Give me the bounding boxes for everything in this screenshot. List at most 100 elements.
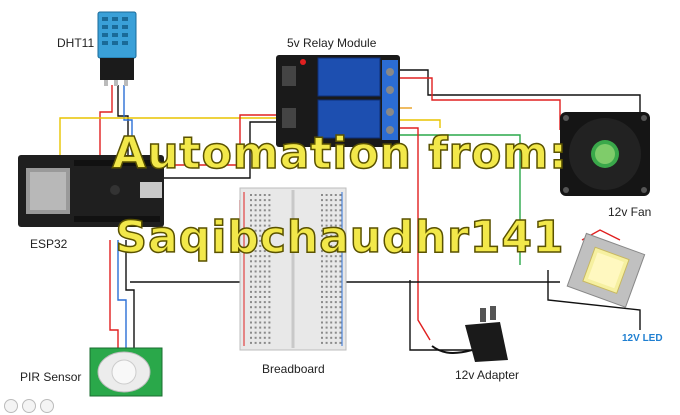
breadboard-hole — [339, 265, 342, 268]
share-icon[interactable] — [22, 399, 36, 413]
breadboard-hole — [321, 229, 323, 232]
breadboard-hole — [268, 321, 271, 324]
breadboard-hole — [254, 336, 257, 339]
breadboard-hole — [259, 321, 262, 324]
breadboard-hole — [254, 311, 257, 314]
wire-relay-fan-red — [398, 77, 561, 130]
breadboard-hole — [263, 209, 266, 212]
breadboard-hole — [339, 321, 342, 324]
breadboard-hole — [263, 234, 266, 237]
breadboard-hole — [325, 229, 328, 232]
breadboard-hole — [259, 250, 262, 253]
breadboard-hole — [325, 326, 328, 329]
breadboard-hole — [259, 255, 262, 258]
breadboard-hole — [263, 260, 266, 263]
breadboard-hole — [259, 311, 262, 314]
breadboard-hole — [268, 336, 271, 339]
breadboard-hole — [321, 311, 323, 314]
breadboard-hole — [250, 224, 252, 227]
breadboard-hole — [254, 290, 257, 293]
breadboard-hole — [254, 285, 257, 288]
breadboard-hole — [268, 316, 271, 319]
breadboard-hole — [263, 290, 266, 293]
breadboard-hole — [321, 270, 323, 273]
wire-relay-adapter-red — [398, 127, 431, 341]
breadboard-hole — [263, 296, 266, 298]
zoom-icon[interactable] — [4, 399, 18, 413]
breadboard-hole — [254, 265, 257, 268]
breadboard-hole — [254, 270, 257, 273]
breadboard-hole — [325, 219, 328, 222]
breadboard-hole — [259, 224, 262, 227]
breadboard-hole — [334, 229, 337, 232]
watermark-line1: Automation from: — [111, 127, 568, 180]
breadboard-hole — [268, 255, 271, 258]
breadboard-hole — [250, 280, 252, 283]
breadboard-hole — [259, 331, 262, 334]
breadboard-hole — [263, 204, 266, 207]
breadboard-hole — [330, 239, 333, 242]
breadboard-hole — [250, 219, 252, 222]
breadboard-hole — [250, 209, 252, 212]
breadboard-hole — [263, 341, 266, 344]
breadboard-hole — [263, 336, 266, 339]
breadboard-hole — [254, 275, 257, 278]
breadboard-hole — [330, 341, 333, 344]
breadboard-hole — [330, 296, 333, 298]
breadboard-hole — [334, 326, 337, 329]
breadboard-hole — [321, 296, 323, 298]
breadboard-hole — [325, 280, 328, 283]
breadboard-hole — [250, 336, 252, 339]
breadboard-hole — [325, 331, 328, 334]
breadboard-hole — [259, 326, 262, 329]
breadboard-hole — [321, 336, 323, 339]
breadboard-hole — [259, 239, 262, 242]
breadboard — [239, 187, 347, 351]
breadboard-hole — [268, 301, 271, 304]
wire-relay-green — [398, 134, 521, 265]
breadboard-hole — [330, 321, 333, 324]
breadboard-hole — [250, 229, 252, 232]
breadboard-hole — [339, 270, 342, 273]
breadboard-hole — [334, 275, 337, 278]
breadboard-hole — [334, 285, 337, 288]
breadboard-hole — [254, 301, 257, 304]
breadboard-hole — [325, 285, 328, 288]
breadboard-hole — [325, 245, 328, 247]
breadboard-hole — [325, 265, 328, 268]
breadboard-hole — [254, 239, 257, 242]
breadboard-hole — [268, 229, 271, 232]
breadboard-hole — [263, 321, 266, 324]
breadboard-hole — [321, 306, 323, 309]
breadboard-hole — [325, 194, 328, 196]
breadboard-hole — [321, 301, 323, 304]
breadboard-hole — [268, 260, 271, 263]
breadboard-hole — [321, 204, 323, 207]
breadboard-hole — [254, 306, 257, 309]
breadboard-hole — [268, 296, 271, 298]
breadboard-hole — [321, 255, 323, 258]
info-icon[interactable] — [40, 399, 54, 413]
breadboard-hole — [330, 260, 333, 263]
breadboard-hole — [268, 306, 271, 309]
breadboard-hole — [321, 245, 323, 247]
wire-esp-relay-black — [155, 121, 276, 179]
breadboard-hole — [263, 280, 266, 283]
breadboard-hole — [254, 250, 257, 253]
breadboard-hole — [339, 239, 342, 242]
breadboard-hole — [334, 209, 337, 212]
breadboard-hole — [250, 239, 252, 242]
breadboard-hole — [254, 255, 257, 258]
breadboard-hole — [259, 194, 262, 196]
breadboard-hole — [250, 285, 252, 288]
breadboard-hole — [263, 250, 266, 253]
breadboard-hole — [334, 224, 337, 227]
breadboard-hole — [321, 290, 323, 293]
breadboard-hole — [254, 280, 257, 283]
breadboard-hole — [263, 255, 266, 258]
breadboard-hole — [321, 316, 323, 319]
dht11-sensor — [97, 11, 137, 86]
wire-adapter-led-black — [409, 280, 470, 351]
breadboard-hole — [330, 270, 333, 273]
breadboard-hole — [325, 301, 328, 304]
